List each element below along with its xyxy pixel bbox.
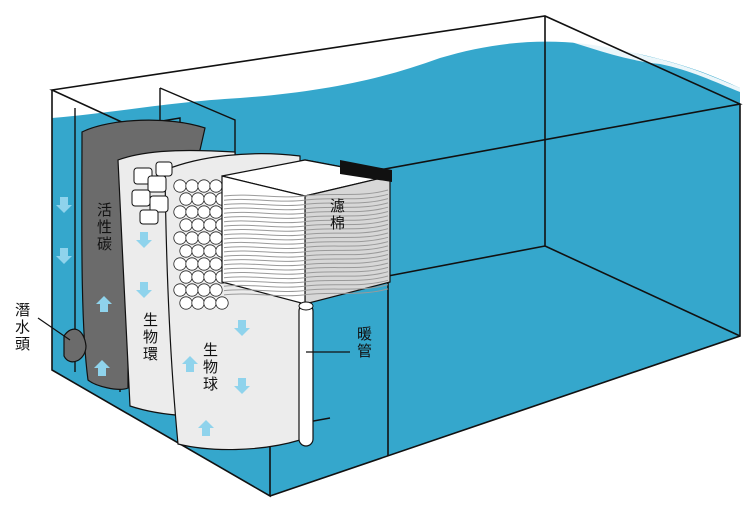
water-surface — [540, 28, 740, 92]
wool-texture-line — [223, 223, 389, 232]
bio-ball — [191, 296, 205, 310]
wool-texture-line — [223, 241, 389, 249]
label-filter-wool: 濾棉 — [328, 198, 346, 232]
bio-ball — [197, 205, 211, 219]
flow-arrow — [56, 248, 72, 264]
bio-ball — [209, 179, 223, 193]
bio-ball — [209, 231, 223, 245]
bio-rings — [131, 161, 173, 225]
bio-ball — [179, 218, 193, 232]
bio-ball — [179, 296, 193, 310]
wool-texture-line — [223, 245, 389, 254]
flow-arrow — [94, 360, 110, 376]
filter-wool-block — [221, 159, 392, 305]
bio-ball — [173, 205, 187, 219]
wool-texture-line — [223, 271, 389, 280]
wool-texture-line — [223, 275, 389, 284]
wool-texture-line — [223, 206, 389, 215]
bio-ball — [203, 192, 217, 206]
flow-arrow — [96, 296, 112, 312]
bio-ball — [197, 179, 211, 193]
wool-texture-line — [223, 254, 389, 262]
flow-arrow — [136, 232, 152, 248]
wool-texture-line — [223, 266, 389, 275]
wool-texture-line — [223, 193, 389, 202]
wool-texture-line — [223, 279, 389, 288]
bio-ball — [209, 283, 223, 297]
bio-ball — [209, 205, 223, 219]
bio-ball — [215, 296, 229, 310]
wool-texture-line — [223, 236, 389, 245]
wool-texture-line — [223, 258, 389, 267]
bio-ball — [185, 257, 199, 271]
wool-texture-line — [223, 198, 389, 206]
bio-ball — [185, 283, 199, 297]
bio-ball — [173, 283, 187, 297]
bio-ball — [185, 179, 199, 193]
bio-ball — [173, 179, 187, 193]
bio-ball — [185, 231, 199, 245]
carbon-pad — [81, 119, 206, 390]
label-heater: 暖管 — [355, 326, 373, 360]
heater — [298, 301, 314, 447]
bio-ball — [173, 231, 187, 245]
wool-texture-line — [223, 189, 389, 198]
bio-ball — [197, 257, 211, 271]
bio-ball — [191, 192, 205, 206]
wool-texture-line — [223, 219, 389, 228]
leader-lines — [37, 317, 350, 353]
bio-ball — [203, 296, 217, 310]
bio-ball — [197, 231, 211, 245]
bio-ball — [179, 270, 193, 284]
wool-texture-line — [223, 202, 389, 211]
bio-ball — [185, 205, 199, 219]
bio-ball — [191, 218, 205, 232]
flow-arrows — [56, 197, 250, 436]
wool-texture-line — [223, 249, 389, 258]
bio-ball — [197, 283, 211, 297]
bio-ball — [191, 244, 205, 258]
bio-ball — [179, 192, 193, 206]
flow-arrow — [198, 420, 214, 436]
flow-arrow — [136, 282, 152, 298]
bio-ball — [203, 244, 217, 258]
bio-ball — [203, 270, 217, 284]
wool-texture-line — [223, 262, 389, 271]
flow-arrow — [234, 320, 250, 336]
flow-arrow — [234, 378, 250, 394]
wool-texture-line — [223, 215, 389, 224]
bio-ball — [173, 257, 187, 271]
bio-ball — [209, 257, 223, 271]
bio-ball — [179, 244, 193, 258]
label-activated-carbon: 活性碳 — [95, 202, 113, 253]
bio-ball — [203, 218, 217, 232]
bio-balls — [173, 179, 229, 310]
flow-arrow — [56, 197, 72, 213]
label-submersible-head: 潛水頭 — [13, 302, 31, 353]
wool-texture-line — [223, 288, 389, 297]
flow-arrow — [182, 356, 198, 372]
wool-texture-line — [223, 232, 389, 241]
bio-ball — [191, 270, 205, 284]
filter-wool-grid — [340, 160, 392, 182]
label-bio-rings: 生物環 — [141, 312, 159, 363]
label-bio-balls: 生物球 — [201, 342, 219, 393]
wool-texture-line — [223, 284, 389, 292]
pump-head — [63, 328, 87, 363]
wool-texture-line — [223, 228, 389, 237]
wool-texture-line — [223, 211, 389, 219]
